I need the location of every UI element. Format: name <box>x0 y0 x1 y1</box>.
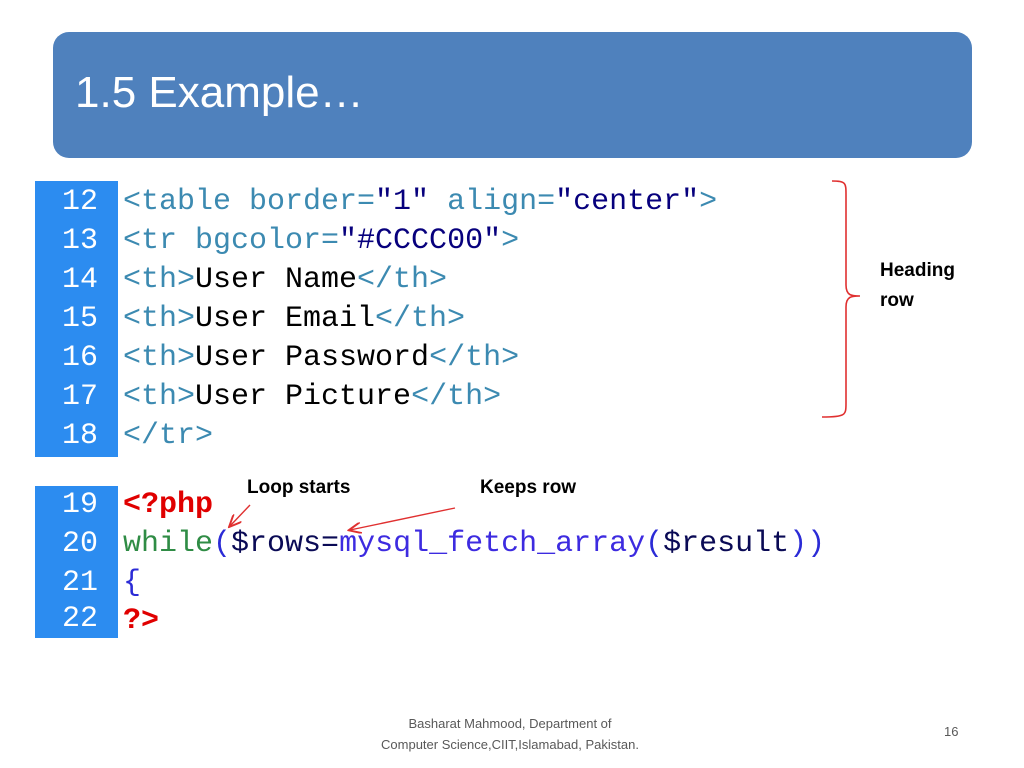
code-token: while <box>123 527 214 561</box>
line-number: 12 <box>61 185 98 219</box>
code-line: <tr bgcolor="#CCCC00"> <box>123 222 519 261</box>
php-open-tag: <?php <box>123 488 214 522</box>
code-token: { <box>123 566 142 600</box>
heading-row-line2: row <box>880 290 914 311</box>
code-token: <th> <box>123 302 196 336</box>
code-token: > <box>699 185 718 219</box>
footer-line-1: Basharat Mahmood, Department of <box>408 716 612 731</box>
code-line: while($rows=mysql_fetch_array($result)) <box>123 525 825 564</box>
code-token: mysql_fetch_array <box>339 527 646 561</box>
footer-line-2: Computer Science,CIIT,Islamabad, Pakista… <box>381 737 639 752</box>
code-token: </th> <box>411 380 502 414</box>
code-token: $rows <box>231 527 322 561</box>
keeps-row-label: Keeps row <box>480 477 577 498</box>
line-number: 14 <box>61 263 98 297</box>
line-number: 21 <box>61 566 98 600</box>
slide-title: 1.5 Example… <box>75 68 364 117</box>
code-token: <th> <box>123 341 196 375</box>
code-line: { <box>123 564 141 603</box>
title-bar: 1.5 Example… <box>53 32 972 158</box>
code-token: = <box>321 527 340 561</box>
code-token: </tr> <box>123 419 214 453</box>
keeps-row-arrow <box>350 507 456 530</box>
line-number-gutter-1: 12 13 14 15 16 17 18 <box>35 181 118 457</box>
code-token: User Password <box>195 341 430 375</box>
page-number: 16 <box>944 724 959 739</box>
line-number: 20 <box>61 527 98 561</box>
line-number-gutter-2: 19 20 21 22 <box>35 486 118 638</box>
code-token: <th> <box>123 380 196 414</box>
code-token: User Picture <box>195 380 412 414</box>
code-line: </tr> <box>123 417 213 456</box>
slide-footer: Basharat Mahmood, Department of Computer… <box>320 713 700 755</box>
code-token: User Email <box>195 302 376 336</box>
code-line: <?php <box>123 486 213 525</box>
code-token: )) <box>789 527 826 561</box>
line-number: 13 <box>61 224 98 258</box>
code-token: User Name <box>195 263 358 297</box>
heading-row-line1: Heading <box>880 260 955 281</box>
code-token: </th> <box>429 341 520 375</box>
code-line: <th>User Picture</th> <box>123 378 501 417</box>
code-token: </th> <box>357 263 448 297</box>
code-token: "1" <box>375 185 430 219</box>
line-number: 22 <box>61 602 98 636</box>
code-token: align= <box>429 185 556 219</box>
line-number: 19 <box>61 488 98 522</box>
code-token: "center" <box>555 185 700 219</box>
loop-starts-label: Loop starts <box>247 477 351 498</box>
code-token: <th> <box>123 263 196 297</box>
heading-row-label: Heading row <box>880 256 955 316</box>
loop-starts-arrow <box>230 504 251 526</box>
code-token: $result <box>663 527 790 561</box>
code-token: <table border= <box>123 185 376 219</box>
code-line: <th>User Name</th> <box>123 261 447 300</box>
line-number: 16 <box>61 341 98 375</box>
code-line: <th>User Password</th> <box>123 339 519 378</box>
line-number: 17 <box>61 380 98 414</box>
code-token: ( <box>645 527 664 561</box>
code-token: </th> <box>375 302 466 336</box>
line-number: 15 <box>61 302 98 336</box>
code-token: > <box>501 224 520 258</box>
line-number: 18 <box>61 419 98 453</box>
php-close-tag: ?> <box>123 604 160 638</box>
code-token: ( <box>213 527 232 561</box>
code-token: <tr bgcolor= <box>123 224 340 258</box>
code-line: ?> <box>123 602 159 641</box>
code-line: <th>User Email</th> <box>123 300 465 339</box>
curly-brace-bracket <box>821 180 861 418</box>
code-line: <table border="1" align="center"> <box>123 183 717 222</box>
code-token: "#CCCC00" <box>339 224 502 258</box>
